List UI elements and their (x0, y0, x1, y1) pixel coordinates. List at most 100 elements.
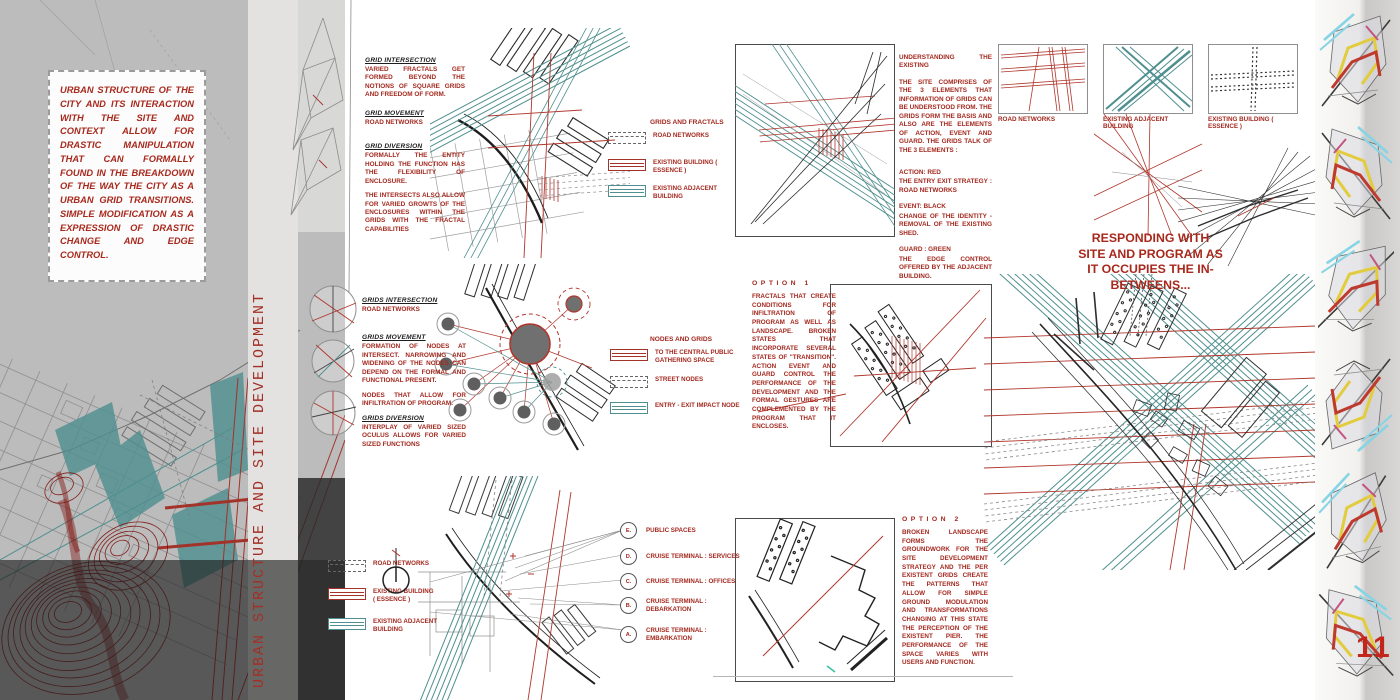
node-letter-badge: D. (620, 548, 637, 565)
cruise-label: CRUISE TERMINAL : EMBARKATION (646, 626, 707, 642)
cruise-legend-row: E. PUBLIC SPACES (620, 522, 734, 539)
grid-analysis-top-text: GRID INTERSECTION VARIED FRACTALS GET FO… (365, 57, 465, 240)
legend-label: TO THE CENTRAL PUBLIC GATHERING SPACE (655, 349, 734, 364)
legend-label: EXISTING ADJACENT BUILDING (373, 618, 438, 633)
grids-diversion-body: INTERPLAY OF VARIED SIZED OCULUS ALLOWS … (362, 423, 466, 448)
legend-label: STREET NODES (655, 376, 704, 383)
understanding-text-block: UNDERSTANDING THE EXISTING THE SITE COMP… (899, 54, 992, 287)
thumbnail-caption: EXISTING BUILDING ( ESSENCE ) (1208, 116, 1274, 130)
existing-shed-sketch (1178, 147, 1320, 267)
adjacent-building-swatch-icon (328, 618, 366, 630)
cruise-legend-row: A. CRUISE TERMINAL : EMBARKATION (620, 626, 751, 643)
existing-building-swatch-icon (608, 159, 646, 171)
legend-label: EXISTING BUILDING ( ESSENCE ) (653, 159, 718, 174)
legend-label: ROAD NETWORKS (373, 560, 430, 567)
intro-quote-box: URBAN STRUCTURE OF THE CITY AND ITS INTE… (48, 70, 206, 282)
existing-building-swatch-icon (328, 588, 366, 600)
nodes-plan-drawing (434, 264, 616, 451)
grids-diversion-heading: GRIDS DIVERSION (362, 414, 424, 422)
process-sketch-thumbnail (1318, 12, 1392, 108)
adjacent-building-thumbnail (1103, 44, 1193, 114)
grids-movement-heading: GRIDS MOVEMENT (362, 334, 426, 342)
understanding-title: UNDERSTANDING THE EXISTING (899, 54, 992, 70)
legend-row: EXISTING BUILDING ( ESSENCE ) (608, 159, 740, 175)
option2-text-block: OPTION 2 BROKEN LANDSCAPE FORMS THE GROU… (902, 516, 988, 668)
intro-quote-text: URBAN STRUCTURE OF THE CITY AND ITS INTE… (60, 85, 194, 260)
legend-row: ROAD NETWORKS (608, 132, 740, 144)
node-letter-badge: C. (620, 573, 637, 590)
overlay-study-box-drawing (735, 44, 895, 237)
grid-analysis-mid-text: GRIDS INTERSECTION ROAD NETWORKS GRIDS M… (362, 297, 466, 455)
cruise-label: CRUISE TERMINAL : OFFICES (646, 577, 736, 585)
grid-intersection-heading: GRID INTERSECTION (365, 57, 436, 64)
cruise-legend-row: B. CRUISE TERMINAL : DEBARKATION (620, 597, 716, 614)
process-sketch-strip (1315, 0, 1400, 700)
road-networks-swatch-icon (608, 132, 646, 144)
legend-label: EXISTING ADJACENT BUILDING (653, 185, 718, 200)
legend-label: ROAD NETWORKS (653, 132, 710, 139)
grids-intersection-heading: GRIDS INTERSECTION (362, 297, 438, 304)
legend-row: EXISTING ADJACENT BUILDING (608, 185, 740, 201)
option1-text-block: OPTION 1 FRACTALS THAT CREATE CONDITIONS… (752, 280, 836, 432)
red-grid-cross-sketch (1093, 113, 1203, 237)
grid-movement-heading: GRID MOVEMENT (365, 109, 425, 117)
scan-baseline-rule (713, 676, 1013, 677)
action-label: ACTION: RED (899, 168, 941, 176)
event-body: CHANGE OF THE IDENTITY - REMOVAL OF THE … (899, 212, 992, 237)
option1-body: FRACTALS THAT CREATE CONDITIONS FOR INFI… (752, 293, 836, 431)
option1-title: OPTION 1 (752, 280, 812, 287)
grids-intersection-body: ROAD NETWORKS (362, 306, 420, 313)
cruise-label: CRUISE TERMINAL : DEBARKATION (646, 597, 707, 613)
thumbnail-caption: EXISTING ADJACENT BUILDING (1103, 116, 1169, 130)
option1-red-leader-line (758, 393, 847, 413)
cruise-leader-lines (430, 529, 624, 631)
process-sketch-thumbnail (1318, 468, 1394, 571)
option2-title: OPTION 2 (902, 516, 962, 523)
cruise-label: CRUISE TERMINAL : SERVICES (646, 552, 740, 560)
guard-label: GUARD : GREEN (899, 246, 951, 254)
legend-row: EXISTING ADJACENT BUILDING (328, 618, 468, 634)
legend-row: ROAD NETWORKS (328, 560, 458, 572)
existing-building-thumbnail (1208, 44, 1298, 114)
grids-movement-body-1: FORMATION OF NODES AT INTERSECT. NARROWI… (362, 343, 466, 385)
thumbnail-caption: ROAD NETWORKS (998, 116, 1056, 123)
option2-study-box-drawing (735, 518, 895, 682)
process-sketch-thumbnail (1320, 125, 1394, 221)
option2-body: BROKEN LANDSCAPE FORMS THE GROUNDWORK FO… (902, 529, 988, 667)
street-nodes-swatch-icon (610, 376, 648, 388)
cruise-legend-row: C. CRUISE TERMINAL : OFFICES (620, 573, 741, 590)
cruise-legend-row: D. CRUISE TERMINAL : SERVICES (620, 548, 741, 565)
composite-master-plan-drawing (984, 274, 1316, 570)
action-body: THE ENTRY EXIT STRATEGY : ROAD NETWORKS (899, 178, 992, 194)
event-label: EVENT: BLACK (899, 203, 946, 211)
north-symbol-icon (382, 548, 410, 594)
process-sketch-thumbnail (1318, 235, 1394, 339)
cruise-label: PUBLIC SPACES (646, 526, 696, 534)
guard-body: THE EDGE CONTROL OFFERED BY THE ADJACENT… (899, 255, 992, 280)
site-plan-top-drawing (430, 28, 630, 258)
process-sketch-thumbnail (1320, 357, 1394, 453)
road-networks-swatch-icon (328, 560, 366, 572)
site-plan-bottom-drawing (410, 476, 601, 700)
grid-diversion-body-1: FORMALLY THE ENTITY HOLDING THE FUNCTION… (365, 152, 465, 185)
legend-row: STREET NODES (610, 376, 738, 388)
entry-exit-swatch-icon (610, 402, 648, 414)
node-letter-badge: E. (620, 522, 637, 539)
legend-label: ENTRY - EXIT IMPACT NODE (655, 402, 740, 409)
grids-movement-body-2: NODES THAT ALLOW FOR INFILTRATION OF PRO… (362, 391, 466, 408)
legend-row: ENTRY - EXIT IMPACT NODE (610, 402, 742, 414)
road-networks-thumbnail (998, 44, 1088, 114)
legend-grids-fractals-title: GRIDS AND FRACTALS (650, 119, 724, 126)
central-gathering-swatch-icon (610, 349, 648, 361)
responding-statement: RESPONDING WITH SITE AND PROGRAM AS IT O… (1078, 231, 1223, 293)
legend-row: TO THE CENTRAL PUBLIC GATHERING SPACE (610, 349, 738, 365)
page-number: 11 (1356, 631, 1392, 664)
understanding-body: THE SITE COMPRISES OF THE 3 ELEMENTS THA… (899, 78, 992, 154)
node-letter-badge: B. (620, 597, 637, 614)
grid-movement-body: ROAD NETWORKS (365, 118, 423, 126)
grid-intersection-body: VARIED FRACTALS GET FORMED BEYOND THE NO… (365, 66, 465, 99)
node-letter-badge: A. (620, 626, 637, 643)
grid-diversion-heading: GRID DIVERSION (365, 143, 423, 151)
board-vertical-title: URBAN STRUCTURE AND SITE DEVELOPMENT (251, 291, 268, 688)
